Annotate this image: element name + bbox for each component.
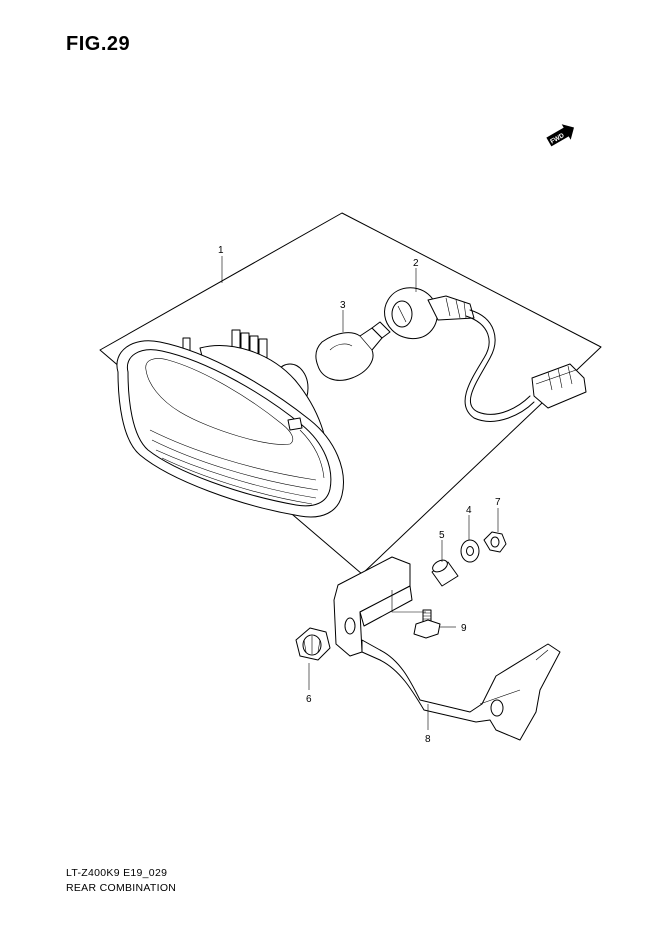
callout-1: 1 <box>218 245 224 256</box>
callout-2: 2 <box>413 258 419 269</box>
bracket <box>333 556 561 741</box>
bolt <box>413 609 441 639</box>
bulb <box>315 321 391 381</box>
tail-lamp-housing <box>116 329 344 518</box>
spacer <box>431 559 459 587</box>
callout-6: 6 <box>306 694 312 705</box>
callout-5: 5 <box>439 530 445 541</box>
washer <box>460 539 480 563</box>
callout-4: 4 <box>466 505 472 516</box>
callout-7: 7 <box>495 497 501 508</box>
leader-lines <box>221 256 499 730</box>
callout-9: 9 <box>461 623 467 634</box>
grommet-nut <box>295 627 331 661</box>
callout-8: 8 <box>425 734 431 745</box>
socket-harness <box>384 287 587 422</box>
diagram-name: REAR COMBINATION <box>66 882 177 894</box>
diagram-code: LT-Z400K9 E19_029 <box>66 867 168 879</box>
fwd-arrow-icon: FWD <box>546 124 574 147</box>
figure-title: FIG.29 <box>66 33 131 55</box>
nut <box>483 531 507 553</box>
callout-3: 3 <box>340 300 346 311</box>
